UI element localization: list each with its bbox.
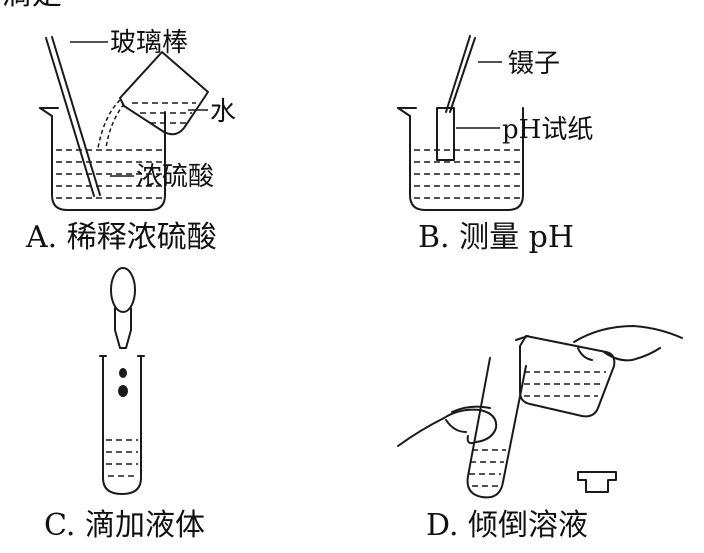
- beaker-b: [397, 107, 524, 211]
- bottle-stopper: [577, 471, 617, 493]
- drop-1: [119, 368, 127, 378]
- label-water: 水: [210, 97, 236, 127]
- test-tube-d-liquid: [469, 449, 506, 487]
- pouring-beaker-liquid: [132, 102, 196, 124]
- pouring-stream: [97, 99, 121, 149]
- left-hand: [397, 408, 498, 447]
- label-conc-acid: 浓硫酸: [136, 162, 214, 192]
- panel-c: C. 滴加液体: [44, 267, 205, 543]
- glass-rod: [45, 36, 101, 197]
- test-tube-c: [102, 355, 142, 495]
- drop-2: [118, 385, 128, 397]
- caption-a: A. 稀释浓硫酸: [25, 220, 217, 255]
- pouring-beaker-d: [519, 335, 616, 418]
- header-fragment: 滴是: [2, 0, 62, 12]
- right-hand: [573, 325, 683, 362]
- pouring-beaker-d-liquid: [524, 371, 606, 397]
- caption-b: B. 测量 pH: [418, 220, 574, 255]
- panel-a: 玻璃棒 水 浓硫酸 A. 稀释浓硫酸: [25, 28, 236, 255]
- beaker-a-liquid: [56, 149, 162, 199]
- tweezers: [445, 35, 476, 113]
- label-glass-rod: 玻璃棒: [110, 28, 188, 58]
- dropper-bulb: [110, 267, 136, 313]
- ph-paper: [436, 107, 455, 161]
- dropper-tube: [114, 307, 132, 349]
- panel-d: D. 倾倒溶液: [397, 325, 683, 543]
- label-ph-paper: pH试纸: [502, 115, 593, 145]
- beaker-a: [39, 107, 166, 211]
- caption-c: C. 滴加液体: [44, 508, 205, 543]
- test-tube-c-liquid: [106, 439, 138, 477]
- beaker-b-liquid: [414, 149, 520, 199]
- label-tweezers: 镊子: [508, 49, 560, 79]
- panel-b: 镊子 pH试纸 B. 测量 pH: [397, 35, 593, 255]
- test-tube-d: [466, 357, 527, 499]
- caption-d: D. 倾倒溶液: [426, 508, 588, 543]
